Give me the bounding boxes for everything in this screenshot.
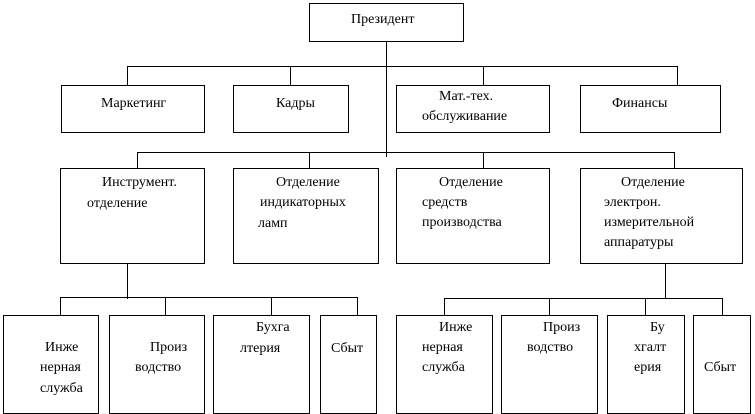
connector	[645, 298, 646, 315]
hr-box	[233, 85, 349, 133]
connector	[137, 152, 138, 168]
unit-box	[109, 315, 205, 414]
division-label: измерительной	[604, 215, 695, 230]
connector	[271, 297, 272, 315]
maintenance-box	[396, 85, 550, 133]
unit-label: нерная	[40, 360, 81, 375]
unit-label: Инже	[439, 320, 473, 335]
connector	[290, 66, 291, 85]
unit-label: служба	[40, 381, 83, 396]
marketing-label: Маркетинг	[101, 96, 167, 111]
unit-label: ерия	[634, 360, 662, 375]
finance-box	[580, 85, 721, 133]
unit-box	[213, 315, 310, 414]
finance-label: Финансы	[612, 96, 668, 111]
unit-label: водство	[135, 360, 182, 375]
unit-label: служба	[422, 360, 465, 375]
division-label: производства	[422, 215, 502, 230]
division-label: ламп	[258, 216, 288, 231]
connector	[309, 152, 310, 168]
division-label: Отделение	[276, 175, 340, 190]
unit-label: Сбыт	[704, 360, 737, 375]
connector	[677, 66, 678, 85]
connector	[137, 152, 675, 153]
unit-label: Бухга	[256, 320, 290, 335]
division-label: аппаратуры	[604, 235, 674, 250]
connector	[165, 297, 166, 315]
connector	[674, 152, 675, 168]
unit-label: хгалт	[634, 340, 667, 355]
connector	[483, 152, 484, 168]
connector	[127, 66, 678, 67]
division-label: средств	[422, 195, 468, 210]
division-label: Инструмент.	[102, 175, 177, 190]
division-label: Отделение	[621, 175, 685, 190]
connector	[127, 263, 128, 299]
division-box-instrument	[60, 168, 205, 264]
marketing-box	[61, 85, 205, 133]
unit-label: нерная	[422, 340, 463, 355]
connector	[60, 297, 61, 315]
connector	[444, 298, 445, 315]
unit-label: Произ	[150, 340, 188, 355]
unit-label: Бу	[650, 320, 665, 335]
connector	[357, 297, 358, 315]
division-label: индикаторных	[260, 195, 346, 210]
unit-label: лтерия	[240, 341, 281, 356]
connector	[665, 263, 666, 298]
maintenance-label: Мат.-тех.	[439, 89, 494, 104]
division-label: отделение	[87, 196, 148, 211]
hr-label: Кадры	[276, 96, 315, 111]
division-label: электрон.	[604, 195, 661, 210]
connector	[60, 297, 358, 298]
unit-label: Инже	[45, 340, 79, 355]
unit-box	[320, 315, 377, 414]
division-box-lamps	[233, 168, 379, 264]
unit-box	[396, 315, 493, 414]
connector	[386, 41, 387, 157]
connector	[483, 66, 484, 85]
maintenance-label: обслуживание	[422, 109, 508, 124]
connector	[444, 298, 723, 299]
unit-box	[693, 315, 751, 414]
connector	[549, 298, 550, 315]
division-label: Отделение	[439, 175, 503, 190]
unit-label: Сбыт	[331, 341, 364, 356]
unit-label: Произ	[543, 320, 581, 335]
connector	[127, 66, 128, 85]
connector	[722, 298, 723, 315]
unit-box	[3, 315, 99, 414]
president-label: Президент	[351, 12, 415, 27]
unit-box	[607, 315, 685, 414]
president-box	[309, 3, 464, 42]
division-box-electronics	[580, 168, 743, 264]
division-box-production-means	[396, 168, 550, 264]
unit-label: водство	[527, 340, 574, 355]
